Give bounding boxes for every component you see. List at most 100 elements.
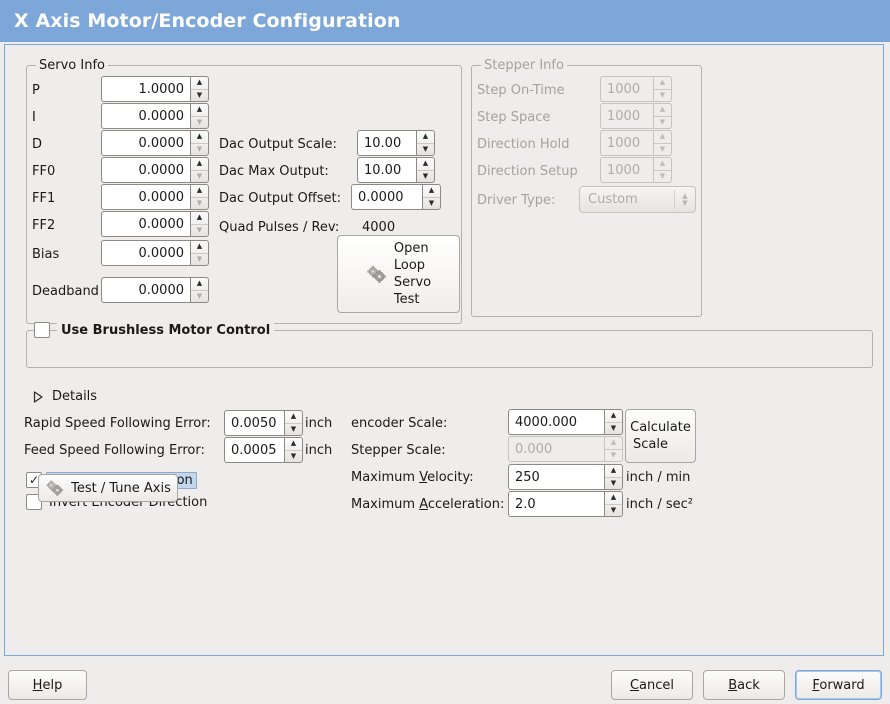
servo-spin-ff1-value[interactable]: 0.0000 <box>101 184 190 210</box>
spin-up-icon[interactable] <box>191 212 208 224</box>
maximum-acceleration-value[interactable]: 2.0 <box>508 491 604 517</box>
servo-spin-d[interactable]: 0.0000 <box>101 130 209 156</box>
encoder-scale-spin[interactable]: 4000.000 <box>508 409 623 435</box>
spin-up-icon[interactable] <box>191 241 208 253</box>
servo-spin-i-buttons[interactable] <box>190 103 209 129</box>
dac-output-scale-value[interactable]: 10.00 <box>357 130 416 156</box>
step-on-time-value: 1000 <box>600 76 653 102</box>
spin-down-icon[interactable] <box>191 115 208 129</box>
servo-spin-bias-value[interactable]: 0.0000 <box>101 240 190 266</box>
spin-up-icon[interactable] <box>423 185 440 197</box>
feed-speed-following-error-spin[interactable]: 0.0005 <box>224 437 303 463</box>
spin-down-icon[interactable] <box>285 422 302 436</box>
forward-button[interactable]: Forward <box>795 670 882 700</box>
servo-spin-ff1-buttons[interactable] <box>190 184 209 210</box>
spin-down-icon[interactable] <box>605 476 622 490</box>
direction-hold-value: 1000 <box>600 130 653 156</box>
open-loop-line-2: Loop <box>393 258 426 273</box>
maximum-velocity-buttons[interactable] <box>604 464 623 490</box>
servo-spin-ff2-buttons[interactable] <box>190 211 209 237</box>
dac-output-offset-value[interactable]: 0.0000 <box>351 184 422 210</box>
spin-down-icon[interactable] <box>191 88 208 102</box>
spin-up-icon[interactable] <box>605 410 622 422</box>
spin-down-icon[interactable] <box>191 252 208 266</box>
dac-output-offset-buttons[interactable] <box>422 184 441 210</box>
servo-spin-i-value[interactable]: 0.0000 <box>101 103 190 129</box>
help-button[interactable]: Help <box>8 670 87 700</box>
spin-up-icon[interactable] <box>191 104 208 116</box>
dac-output-offset-spin[interactable]: 0.0000 <box>351 184 441 210</box>
test-tune-axis-button[interactable]: Test / Tune Axis <box>38 474 178 502</box>
spin-down-icon[interactable] <box>191 142 208 156</box>
step-space-label: Step Space <box>477 110 551 125</box>
calculate-scale-button[interactable]: Calculate Scale <box>625 409 696 463</box>
spin-up-icon[interactable] <box>191 185 208 197</box>
spin-up-icon[interactable] <box>191 77 208 89</box>
servo-spin-deadband-value[interactable]: 0.0000 <box>101 277 190 303</box>
spin-up-icon[interactable] <box>285 438 302 450</box>
spin-down-icon[interactable] <box>605 421 622 435</box>
cancel-button[interactable]: Cancel <box>611 670 693 700</box>
spin-down-icon[interactable] <box>191 289 208 303</box>
rapid-spin-buttons[interactable] <box>284 410 303 436</box>
servo-spin-d-buttons[interactable] <box>190 130 209 156</box>
servo-spin-ff0-value[interactable]: 0.0000 <box>101 157 190 183</box>
dialog-footer: Help Cancel Back Forward <box>0 662 890 704</box>
spin-up-icon[interactable] <box>191 158 208 170</box>
rapid-speed-following-error-value[interactable]: 0.0050 <box>224 410 284 436</box>
open-loop-servo-test-button[interactable]: Open Loop Servo Test <box>337 235 460 313</box>
servo-spin-deadband[interactable]: 0.0000 <box>101 277 209 303</box>
spin-up-icon[interactable] <box>417 131 434 143</box>
calculate-scale-line-2: Scale <box>633 437 668 452</box>
spin-down-icon[interactable] <box>191 223 208 237</box>
servo-spin-ff0[interactable]: 0.0000 <box>101 157 209 183</box>
servo-spin-bias[interactable]: 0.0000 <box>101 240 209 266</box>
servo-spin-ff1[interactable]: 0.0000 <box>101 184 209 210</box>
use-brushless-motor-control-checkbox[interactable]: Use Brushless Motor Control <box>34 322 275 338</box>
servo-spin-ff2-value[interactable]: 0.0000 <box>101 211 190 237</box>
dac-output-scale-spin[interactable]: 10.00 <box>357 130 435 156</box>
feed-spin-buttons[interactable] <box>284 437 303 463</box>
brushless-checkbox-box[interactable] <box>34 322 50 338</box>
dac-max-output-spin[interactable]: 10.00 <box>357 157 435 183</box>
spin-up-icon[interactable] <box>605 492 622 504</box>
chevron-right-icon[interactable] <box>33 390 43 403</box>
spin-down-icon[interactable] <box>417 142 434 156</box>
spin-down-icon[interactable] <box>423 196 440 210</box>
dac-max-output-value[interactable]: 10.00 <box>357 157 416 183</box>
maximum-velocity-spin[interactable]: 250 <box>508 464 623 490</box>
maximum-acceleration-spin[interactable]: 2.0 <box>508 491 623 517</box>
servo-spin-bias-buttons[interactable] <box>190 240 209 266</box>
test-tune-axis-label: Test / Tune Axis <box>71 480 171 496</box>
servo-spin-ff2[interactable]: 0.0000 <box>101 211 209 237</box>
spin-up-icon[interactable] <box>605 465 622 477</box>
spin-down-icon[interactable] <box>605 503 622 517</box>
dac-max-output-label: Dac Max Output: <box>219 164 329 179</box>
spin-up-icon[interactable] <box>191 131 208 143</box>
dac-output-scale-buttons[interactable] <box>416 130 435 156</box>
servo-spin-i[interactable]: 0.0000 <box>101 103 209 129</box>
feed-speed-following-error-value[interactable]: 0.0005 <box>224 437 284 463</box>
servo-spin-ff0-buttons[interactable] <box>190 157 209 183</box>
encoder-scale-value[interactable]: 4000.000 <box>508 409 604 435</box>
servo-spin-p-value[interactable]: 1.0000 <box>101 76 190 102</box>
maximum-velocity-value[interactable]: 250 <box>508 464 604 490</box>
spin-down-icon[interactable] <box>417 169 434 183</box>
spin-down-icon[interactable] <box>191 169 208 183</box>
spin-down-icon[interactable] <box>191 196 208 210</box>
servo-spin-d-value[interactable]: 0.0000 <box>101 130 190 156</box>
details-expander[interactable]: Details <box>33 389 97 404</box>
servo-spin-p[interactable]: 1.0000 <box>101 76 209 102</box>
spin-up-icon[interactable] <box>191 278 208 290</box>
servo-spin-deadband-buttons[interactable] <box>190 277 209 303</box>
spin-up-icon[interactable] <box>417 158 434 170</box>
maximum-acceleration-label: Maximum Acceleration: <box>351 497 504 512</box>
dac-max-output-buttons[interactable] <box>416 157 435 183</box>
rapid-speed-following-error-spin[interactable]: 0.0050 <box>224 410 303 436</box>
back-button[interactable]: Back <box>703 670 785 700</box>
encoder-scale-buttons[interactable] <box>604 409 623 435</box>
maximum-acceleration-buttons[interactable] <box>604 491 623 517</box>
spin-down-icon[interactable] <box>285 449 302 463</box>
spin-up-icon[interactable] <box>285 411 302 423</box>
servo-spin-p-buttons[interactable] <box>190 76 209 102</box>
